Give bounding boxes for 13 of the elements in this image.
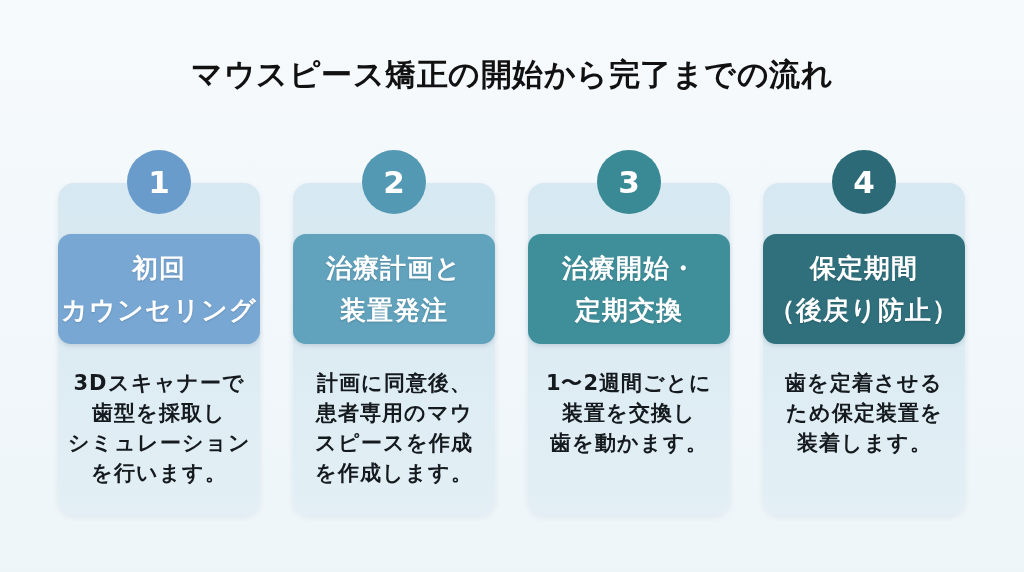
step-description: 計画に同意後、患者専用のマウスピースを作成を作成します。 — [314, 370, 474, 487]
step-number: 2 — [362, 150, 426, 214]
page-title: マウスピース矯正の開始から完了までの流れ — [190, 55, 834, 94]
step-heading: 治療開始・定期交換 — [528, 234, 730, 344]
step-heading: 初回カウンセリング — [58, 234, 260, 344]
step-heading: 保定期間（後戻り防止） — [763, 234, 965, 344]
step-number: 3 — [597, 150, 661, 214]
step-description: 歯を定着させるため保定装置を装着します。 — [784, 370, 944, 457]
step-number: 4 — [832, 150, 896, 214]
step-description: 3Dスキャナーで歯型を採取しシミュレーションを行います。 — [66, 370, 252, 487]
step-heading: 治療計画と装置発注 — [293, 234, 495, 344]
step-description: 1〜2週間ごとに装置を交換し歯を動かます。 — [544, 370, 714, 457]
step-number: 1 — [127, 150, 191, 214]
